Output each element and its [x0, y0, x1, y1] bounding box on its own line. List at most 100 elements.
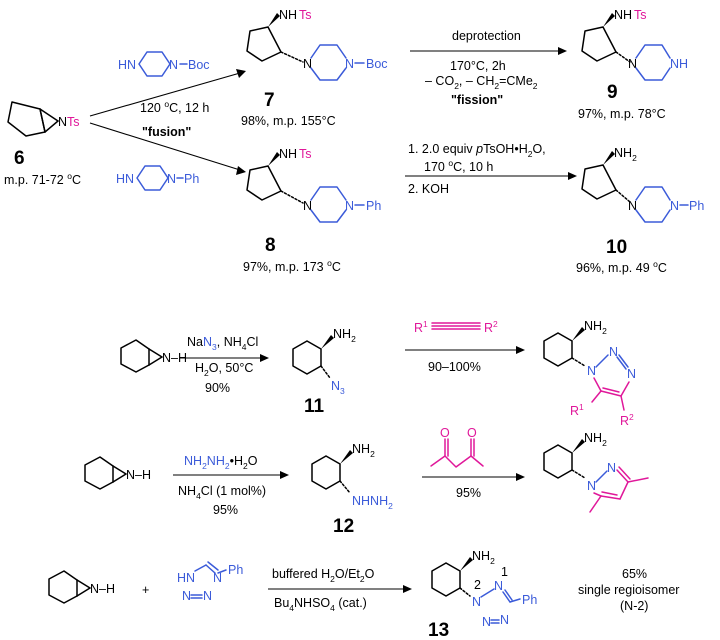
alkyne-r1: R1: [414, 319, 428, 335]
tetrazole-n2-13: N: [472, 595, 481, 609]
tetrazole-n-c: N: [203, 589, 212, 603]
compound-6-label: 6: [14, 148, 25, 169]
compound-8-label: 8: [265, 235, 276, 256]
arrow-to-triazole: [405, 346, 525, 354]
tetrazole-ph-13: Ph: [522, 593, 537, 607]
aziridine-nh-3: N–H: [90, 582, 115, 596]
fission-conditions-2: – CO2, – CH2=CMe2: [425, 74, 538, 91]
tosyl-label: Ts: [67, 115, 80, 129]
acac-o2: O: [467, 426, 477, 440]
aziridine-nh-1: N–H: [162, 351, 187, 365]
reagent-n: N: [169, 58, 178, 72]
boc-piperazine-reagent: HN N Boc: [118, 51, 210, 77]
alkyne-r2: R2: [484, 319, 498, 335]
triazole-n3: N: [627, 367, 636, 381]
compound-8-data: 97%, m.p. 173 oC: [243, 258, 341, 274]
arrow-7-to-9: [410, 47, 567, 55]
cyclohexene-imine-1: N–H: [120, 339, 187, 373]
fission-conditions-1: 170°C, 2h: [450, 59, 506, 73]
position-1-label: 1: [501, 565, 508, 579]
triazole-n2: N: [609, 345, 618, 359]
compound-9: NH Ts N NH 9 97%, m.p. 78°C: [578, 8, 688, 121]
r13-yield: 65%: [622, 567, 647, 581]
r13-regioisomer: single regioisomer: [578, 583, 679, 597]
r12-a: NH2NH2•H2O: [184, 454, 258, 471]
compound-7: NH Ts N N Boc 7 98%, m.p. 155°C: [241, 8, 388, 128]
ts-label-8: Ts: [299, 147, 312, 161]
aziridine-nh-2: N–H: [126, 468, 151, 482]
tetrazole-n-a: N: [213, 571, 222, 585]
compound-6: N Ts 6 m.p. 71-72 oC: [4, 101, 81, 187]
nh-label: NH: [279, 8, 297, 22]
boc-label: Boc: [366, 57, 388, 71]
r11-yield: 90%: [205, 381, 230, 395]
piperazine-n1-8: N: [303, 199, 312, 213]
piperazine-nh-9: NH: [670, 57, 688, 71]
cyclohexene-imine-2: N–H: [84, 456, 151, 490]
tetrazole-n3-13: N: [482, 615, 491, 629]
arrow-6-to-8: [89, 122, 246, 175]
compound-8: NH Ts N N Ph 8 97%, m.p. 173 oC: [243, 147, 381, 274]
compound-10: NH2 N N Ph 10 96%, m.p. 49 oC: [576, 146, 704, 275]
nh2-label-12: NH2: [352, 442, 375, 459]
piperazine-n4: N: [345, 57, 354, 71]
piperazine-n1-9: N: [628, 57, 637, 71]
r12-b: NH4Cl (1 mol%): [178, 484, 266, 501]
r13-a: buffered H2O/Et2O: [272, 567, 375, 584]
reagent-ph: Ph: [184, 172, 199, 186]
tetrazole-ph: Ph: [228, 563, 243, 577]
reagent-n-2: N: [167, 172, 176, 186]
arrow-to-12: [173, 471, 289, 479]
phenyltetrazole-reagent: HN N Ph N N: [177, 561, 243, 603]
plus-sign: +: [142, 583, 149, 597]
compound-9-label: 9: [607, 82, 618, 103]
arrow-to-11: [180, 354, 269, 362]
triazole-n1: N: [587, 364, 596, 378]
ph-label-8: Ph: [366, 199, 381, 213]
arrow-to-pyrazole: [422, 473, 525, 481]
fission-label: "fission": [451, 93, 503, 107]
fusion-conditions: 120 oC, 12 h: [140, 99, 209, 115]
nh2-label-pyr: NH2: [584, 431, 607, 448]
compound-12-label: 12: [333, 516, 354, 537]
pyrazole-yield: 95%: [456, 486, 481, 500]
tetrazole-hn: HN: [177, 571, 195, 585]
compound-7-label: 7: [264, 90, 275, 111]
r13-b: Bu4NHSO4 (cat.): [274, 596, 367, 613]
arrow-6-to-7: [89, 69, 246, 117]
compound-7-data: 98%, m.p. 155°C: [241, 114, 336, 128]
tetrazole-n1-13: N: [494, 579, 503, 593]
r810-step1: 1. 2.0 equiv pTsOH•H2O,: [408, 142, 546, 159]
compound-9-data: 97%, m.p. 78°C: [578, 107, 666, 121]
alkyne-reagent: R1 R2: [414, 319, 498, 335]
ph-label-10: Ph: [689, 199, 704, 213]
ntsz-n-label: N: [58, 115, 67, 129]
r810-step3: 2. KOH: [408, 182, 449, 196]
nh2-label-11: NH2: [333, 327, 356, 344]
ts-label-9: Ts: [634, 8, 647, 22]
pyrazole-product: NH2 N N: [543, 431, 649, 513]
piperazine-n1-10: N: [628, 199, 637, 213]
compound-13: NH2 N 2 N 1 Ph N N 13: [428, 549, 537, 640]
compound-13-label: 13: [428, 620, 449, 640]
arrow-to-13: [268, 585, 412, 593]
nh2-label-tri: NH2: [584, 319, 607, 336]
compound-6-mp: m.p. 71-72 oC: [4, 171, 81, 187]
compound-12: NH2 NHNH2 12: [311, 442, 393, 537]
piperazine-n4-10: N: [670, 199, 679, 213]
nh2-label-13: NH2: [472, 549, 495, 566]
reagent-hn-2: HN: [116, 172, 134, 186]
triazole-r1: R1: [570, 402, 584, 418]
nh-label-8: NH: [279, 147, 297, 161]
reagent-hn: HN: [118, 58, 136, 72]
azide-label: N3: [331, 379, 345, 396]
compound-10-data: 96%, m.p. 49 oC: [576, 259, 667, 275]
compound-10-label: 10: [606, 237, 627, 258]
hydrazinyl-label: NHNH2: [352, 494, 393, 511]
nh-label-9: NH: [614, 8, 632, 22]
arrow-8-to-10: [405, 172, 577, 180]
position-2-label: 2: [474, 578, 481, 592]
r810-step2: 170 oC, 10 h: [424, 158, 493, 174]
piperazine-n1: N: [303, 57, 312, 71]
